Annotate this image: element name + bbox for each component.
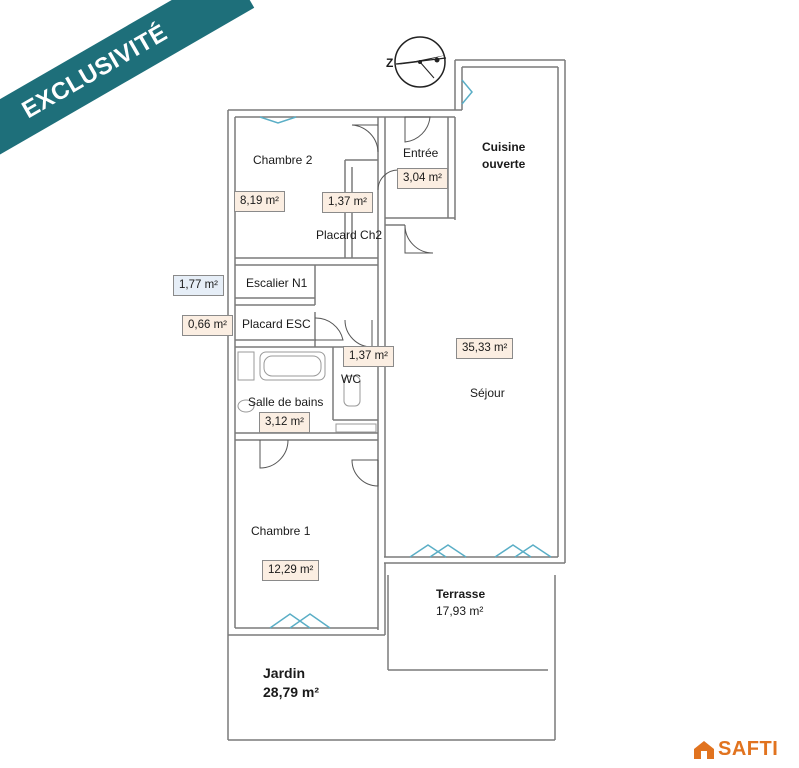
room-name-cuisine: Cuisine ouverte (482, 140, 526, 171)
room-name-salle-de-bains: Salle de bains (248, 395, 324, 409)
area-chambre1: 12,29 m² (262, 560, 320, 581)
room-name-sejour: Séjour (470, 386, 505, 400)
area-placard-ch2: 1,37 m² (322, 192, 373, 213)
area-entree: 3,04 m² (397, 168, 448, 189)
area-escalier: 1,77 m² (173, 275, 224, 296)
room-name-escalier: Escalier N1 (246, 276, 308, 290)
area-jardin: 28,79 m² (263, 684, 320, 700)
room-name-chambre1: Chambre 1 (251, 524, 311, 538)
walls (227, 59, 566, 741)
fixtures (237, 351, 377, 433)
brand-name: SAFTI (718, 738, 779, 760)
door-chambre2 (351, 124, 379, 153)
compass-letter: Z (386, 56, 394, 70)
area-terrasse: 17,93 m² (436, 604, 484, 618)
sink (237, 399, 255, 413)
safti-logo: SAFTI (693, 738, 778, 761)
area-sejour: 35,33 m² (456, 338, 514, 359)
room-name-placard-ch2: Placard Ch2 (316, 228, 383, 242)
room-name-wc: WC (341, 372, 361, 386)
area-chambre2: 8,19 m² (234, 191, 285, 212)
toilet (343, 375, 361, 407)
room-name-terrasse: Terrasse (436, 587, 486, 601)
bathtub (259, 351, 326, 381)
windows (259, 79, 552, 629)
area-placard-esc: 0,66 m² (182, 315, 233, 336)
cabinet (237, 351, 255, 381)
room-name-chambre2: Chambre 2 (253, 153, 313, 167)
doors (259, 116, 434, 487)
area-wc: 1,37 m² (343, 346, 394, 367)
room-name-entree: Entrée (403, 146, 439, 160)
compass (394, 36, 447, 88)
room-name-jardin: Jardin (263, 665, 306, 681)
house-icon (694, 740, 714, 759)
area-salle-de-bains: 3,12 m² (259, 412, 310, 433)
room-name-placard-esc: Placard ESC (242, 317, 311, 331)
